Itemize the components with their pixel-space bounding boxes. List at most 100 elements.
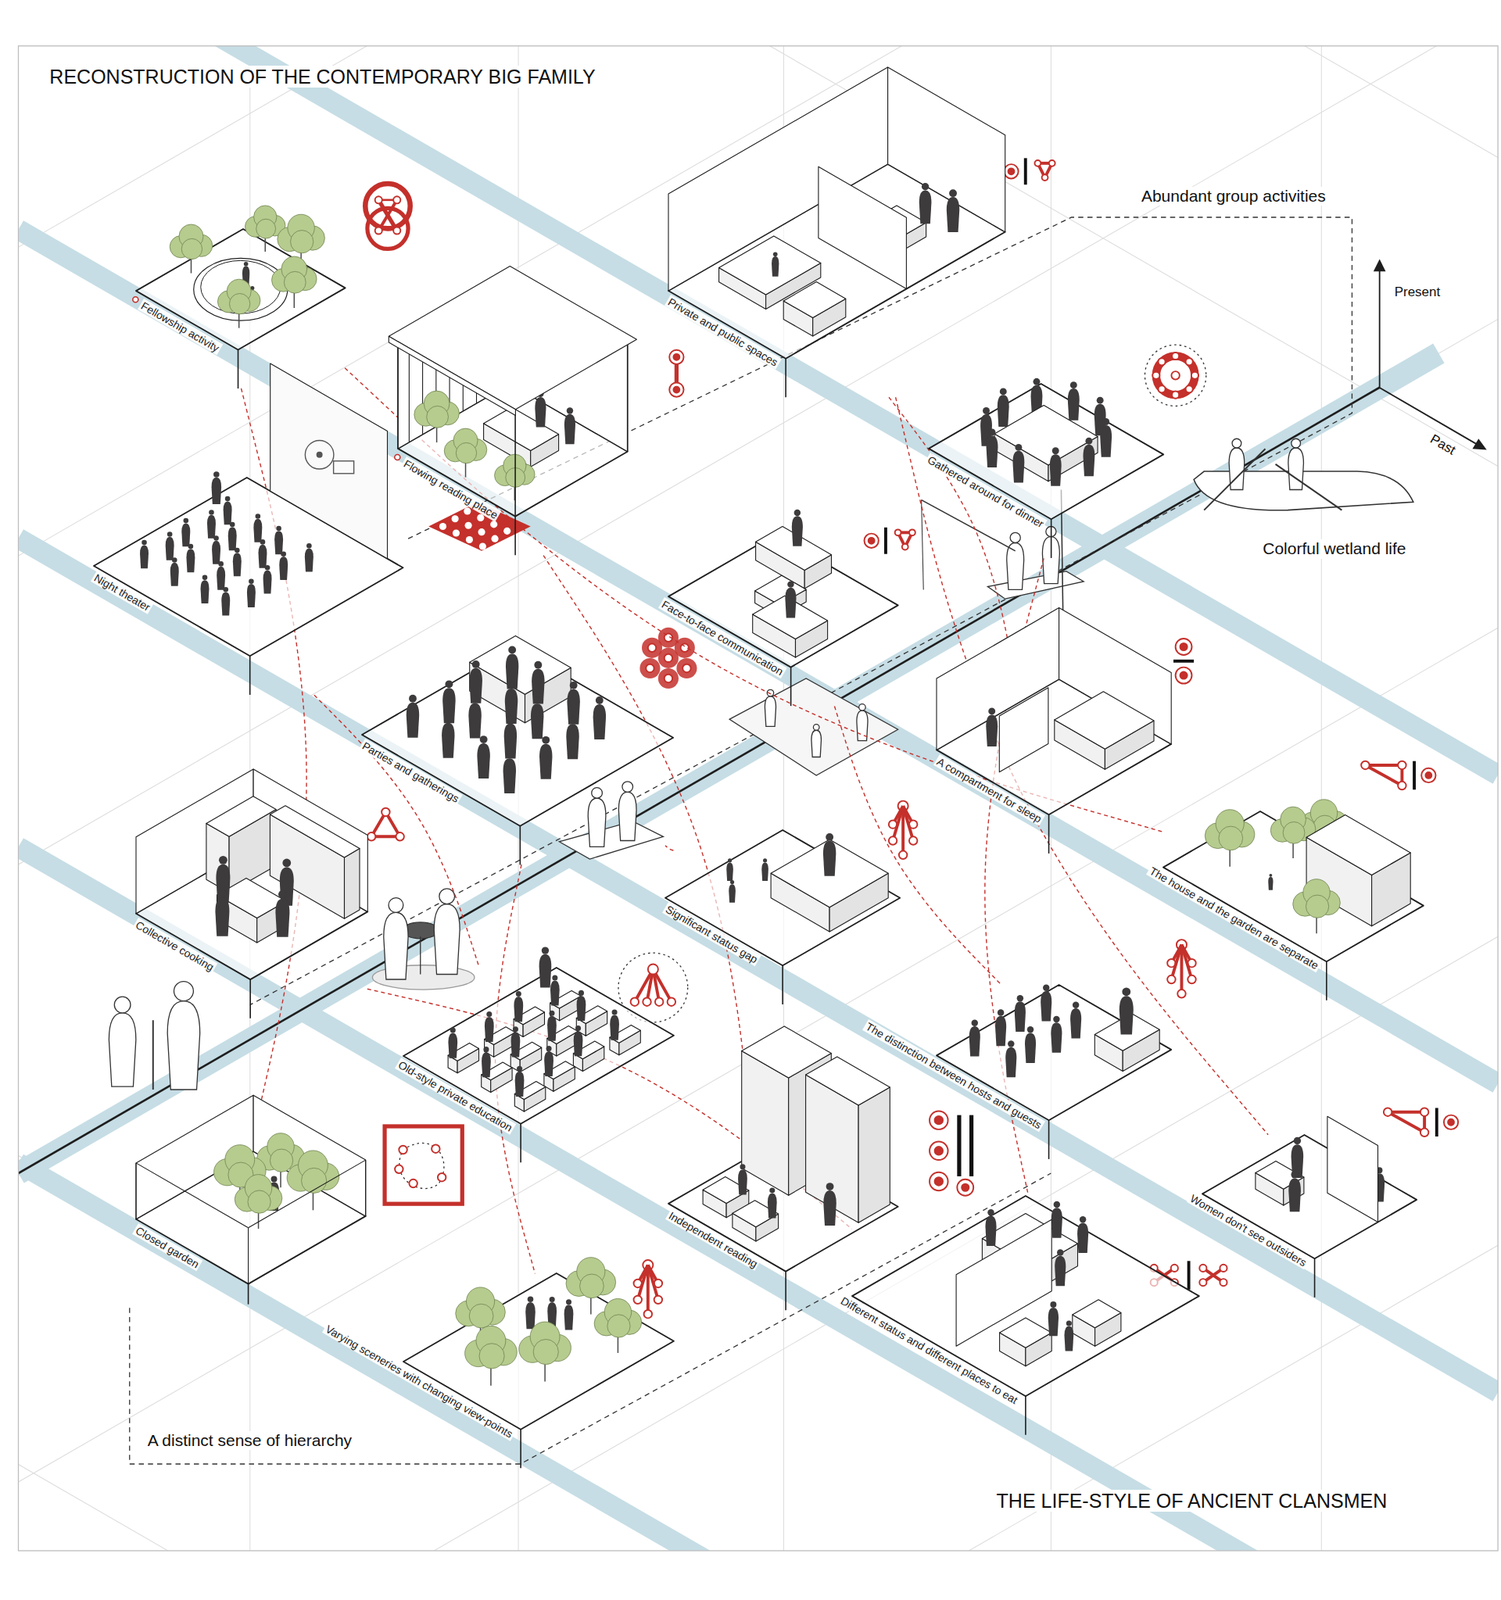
person-figure xyxy=(247,579,256,609)
water-band xyxy=(17,1163,714,1552)
person-figure xyxy=(1268,874,1273,891)
person-figure xyxy=(593,696,606,740)
label-dot xyxy=(132,297,138,303)
platform: Face-to-face communication xyxy=(668,534,899,706)
person-figure xyxy=(1290,1137,1304,1179)
person-figure xyxy=(1012,444,1025,484)
person-figure xyxy=(564,408,576,445)
person-figure xyxy=(1067,382,1080,422)
person-figure xyxy=(406,694,420,738)
platform-top xyxy=(928,383,1164,520)
person-figure xyxy=(618,781,637,842)
grid-line xyxy=(17,318,1498,1174)
person-figure xyxy=(1054,1249,1066,1287)
person-figure xyxy=(1014,995,1026,1032)
annotation-text: A distinct sense of hierarchy xyxy=(146,1431,354,1451)
person-figure xyxy=(469,660,483,704)
platform: Old-style private education xyxy=(403,967,674,1163)
person-figure xyxy=(791,509,803,547)
person-figure xyxy=(995,1010,1007,1047)
person-figure xyxy=(503,750,516,794)
person-figure xyxy=(1005,1041,1017,1079)
platform-art xyxy=(668,1139,899,1311)
timeline-line xyxy=(17,387,1380,1174)
platform-art xyxy=(852,1196,1200,1436)
platform: Private and public spaces xyxy=(668,164,1006,398)
person-figure xyxy=(538,946,552,988)
person-figure xyxy=(985,1209,996,1247)
person-figure xyxy=(200,575,210,605)
person-figure xyxy=(1040,985,1052,1022)
person-figure xyxy=(477,735,491,779)
person-figure xyxy=(823,833,836,877)
person-figure xyxy=(275,889,290,937)
platform-top xyxy=(1202,1135,1417,1259)
person-figure xyxy=(514,1066,524,1097)
person-figure xyxy=(856,704,868,742)
frame xyxy=(17,46,1498,1552)
platform: Significant status gap xyxy=(665,830,900,1005)
person-figure xyxy=(823,1182,836,1226)
platform: The house and the garden are separate xyxy=(1163,811,1424,1001)
person-figure xyxy=(258,539,268,569)
platform-art xyxy=(403,967,674,1163)
platform: Varying sceneries with changing view-poi… xyxy=(403,1273,674,1469)
person-figure xyxy=(433,888,460,975)
person-figure xyxy=(1049,447,1062,488)
tree-figure xyxy=(234,1175,283,1229)
person-figure xyxy=(214,888,230,936)
tree-figure xyxy=(444,429,488,478)
tree-figure xyxy=(594,1299,642,1354)
tree-figure xyxy=(518,1322,571,1383)
person-figure xyxy=(1063,1320,1074,1351)
person-figure xyxy=(1048,1301,1059,1337)
water-band xyxy=(17,353,1439,1174)
tree-figure xyxy=(169,224,213,273)
person-figure xyxy=(223,496,233,526)
grid-line xyxy=(17,46,1498,158)
platform: Independent reading xyxy=(668,1139,899,1311)
person-figure xyxy=(726,858,734,882)
person-figure xyxy=(504,715,517,759)
tree-figure xyxy=(1204,809,1255,867)
person-figure xyxy=(587,788,606,848)
platform-top xyxy=(936,985,1172,1121)
person-figure xyxy=(207,510,216,540)
person-figure xyxy=(1051,1016,1063,1054)
person-figure xyxy=(576,990,586,1021)
person-figure xyxy=(232,548,242,577)
platform: Parties and gatherings xyxy=(361,646,674,865)
person-figure xyxy=(1006,532,1025,590)
person-figure xyxy=(253,514,262,544)
person-figure xyxy=(771,251,779,276)
person-figure xyxy=(539,736,552,780)
platform-top xyxy=(665,830,900,966)
platform-art xyxy=(361,646,674,865)
grid-line xyxy=(1321,46,1322,1552)
relation-link xyxy=(895,397,1269,1136)
person-figure xyxy=(609,1009,620,1040)
person-figure xyxy=(761,858,769,882)
person-figure xyxy=(1099,418,1112,458)
water-band xyxy=(17,538,1498,1394)
person-figure xyxy=(383,898,409,980)
person-figure xyxy=(544,1046,554,1077)
person-figure xyxy=(1070,1002,1082,1039)
person-figure xyxy=(784,581,796,619)
platform-art xyxy=(136,845,368,1019)
person-figure xyxy=(216,561,226,591)
annotation-text: Abundant group activities xyxy=(1139,186,1328,206)
tree-figure xyxy=(464,1326,517,1387)
diagram-title: RECONSTRUCTION OF THE CONTEMPORARY BIG F… xyxy=(47,65,597,89)
person-figure xyxy=(441,715,455,759)
person-figure xyxy=(274,526,284,556)
person-figure xyxy=(550,974,560,1006)
grid-line xyxy=(17,46,1498,467)
person-figure xyxy=(211,536,221,566)
person-figure xyxy=(985,429,998,469)
person-figure xyxy=(1119,988,1134,1036)
person-figure xyxy=(566,716,580,760)
tree-figure xyxy=(271,256,317,309)
platform: The distinction between hosts and guests xyxy=(936,985,1172,1160)
